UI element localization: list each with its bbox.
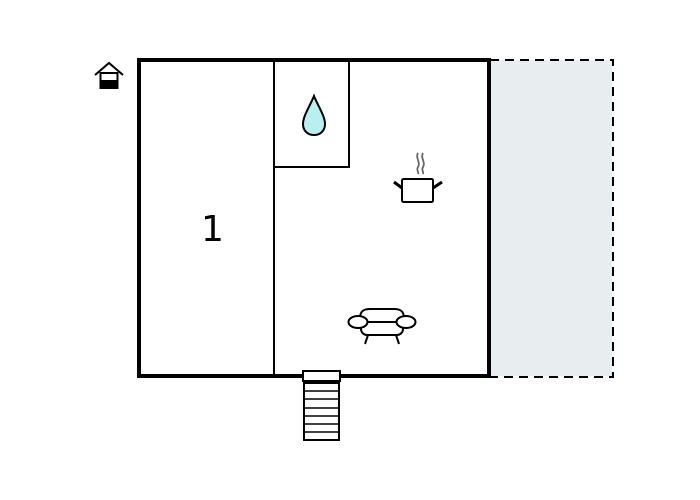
bathroom-wall-bottom <box>273 166 350 168</box>
interior-wall <box>273 60 275 376</box>
terrace <box>490 60 612 376</box>
stairs-icon <box>302 370 341 441</box>
bathroom-wall-right <box>348 60 350 168</box>
cooking-pot-icon <box>393 152 443 203</box>
house-floor-icon <box>94 61 124 89</box>
terrace-outline <box>490 59 614 378</box>
water-drop-icon <box>301 93 327 137</box>
sofa-icon <box>347 308 417 345</box>
room-label-bedroom: 1 <box>201 209 224 250</box>
